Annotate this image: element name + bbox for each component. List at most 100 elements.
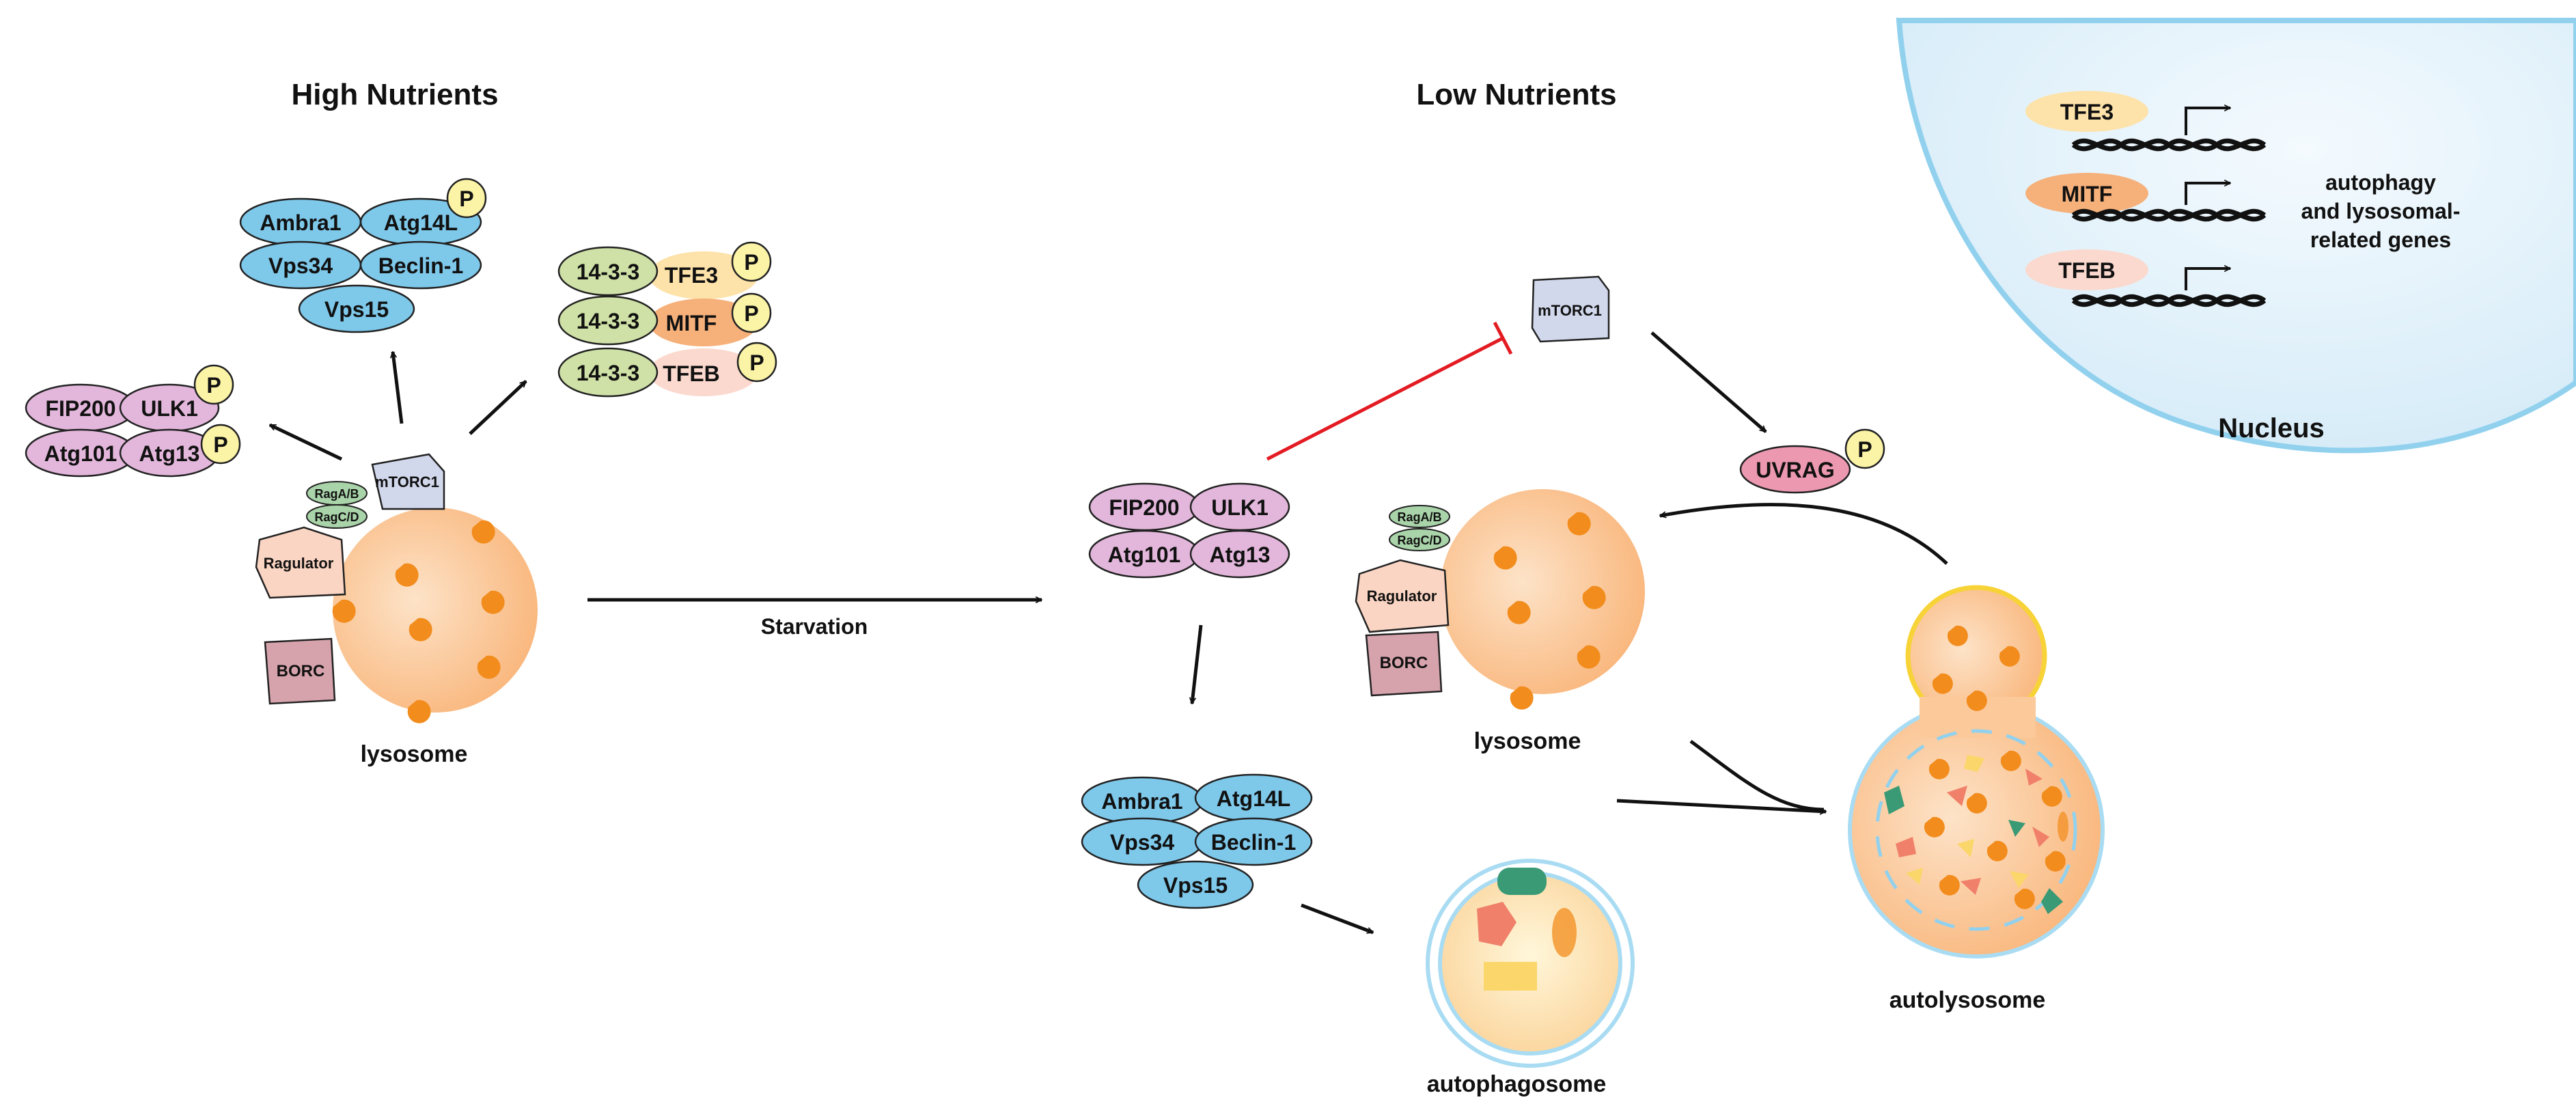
protein-14-3-3 [557, 246, 659, 296]
mtorc1-complex [371, 453, 445, 510]
arrow-to-tf-complex [469, 380, 527, 435]
protein-atg13-label: Atg13 [139, 441, 200, 466]
tf-tfe3-shadow [649, 251, 758, 299]
tf-tfeb [2025, 249, 2148, 290]
autolysosome: autolysosome [1848, 585, 2105, 1013]
ragulator [1355, 559, 1450, 633]
rag-a-b [1389, 505, 1450, 528]
phospho-p [1844, 428, 1885, 469]
starvation-label: Starvation [761, 614, 868, 639]
phospho-p-label: P [744, 250, 758, 275]
protein-beclin1 [1194, 817, 1313, 866]
genes-text-line-2: and lysosomal- [2301, 199, 2461, 223]
arrow-vps-to-autophagosome [1301, 903, 1373, 935]
protein-vps15 [1137, 860, 1254, 909]
tf-tfeb-label: TFEB [2058, 258, 2116, 283]
lysosome-low: RagA/B RagC/D Ragulator BORC lysosome [1355, 489, 1645, 754]
arrow-to-ulk-complex [270, 423, 343, 461]
cargo-green [1497, 868, 1547, 895]
arrow-autophagosome-to-autolysosome [1616, 799, 1826, 812]
protein-vps15-label: Vps15 [1163, 873, 1228, 898]
rag-c-d-label: RagC/D [1397, 534, 1441, 547]
protein-atg14l-label: Atg14L [384, 210, 458, 235]
borc [1365, 631, 1443, 697]
protein-14-3-3 [557, 295, 659, 346]
ragulator-label: Ragulator [264, 555, 334, 572]
dna-helix-strand [2071, 294, 2267, 307]
protein-beclin1 [359, 240, 482, 290]
protein-uvrag [1739, 445, 1851, 494]
phospho-p-label: P [749, 350, 764, 375]
arrow-lysosome-to-autolysosome [1689, 739, 1825, 812]
lysosome-enzymes [1493, 512, 1606, 710]
phospho-p [736, 342, 777, 383]
vps-complex-active: Ambra1 Atg14L Vps34 Beclin-1 Vps15 [1081, 773, 1313, 909]
arrow-to-vps-complex [393, 352, 404, 424]
inhibition-bar [1493, 321, 1513, 355]
degraded-cargo [1884, 755, 2068, 914]
transcription-arrow [2185, 183, 2230, 205]
cargo-yellow [1484, 962, 1537, 991]
protein-ambra1-label: Ambra1 [1101, 789, 1182, 814]
autophagosome-label: autophagosome [1427, 1071, 1607, 1097]
phospho-p-label: P [206, 373, 221, 398]
rag-a-b-label: RagA/B [1397, 510, 1441, 524]
protein-vps15 [298, 284, 415, 333]
protein-ulk1-label: ULK1 [1211, 495, 1269, 520]
protein-vps34-label: Vps34 [1110, 830, 1174, 855]
borc [264, 637, 336, 705]
autolysosome-label: autolysosome [1889, 987, 2046, 1013]
protein-vps34-label: Vps34 [268, 253, 333, 278]
lysosome-label: lysosome [361, 741, 468, 767]
protein-beclin1-label: Beclin-1 [1211, 830, 1296, 855]
tf-mitf-label: MITF [666, 311, 717, 335]
uvrag-phosphorylated: UVRAG P [1739, 428, 1885, 494]
autophagosome: autophagosome [1426, 859, 1635, 1097]
gene-row-tfeb: TFEB [2025, 249, 2267, 307]
transcription-arrow [2185, 268, 2230, 290]
lysosome-body [333, 508, 538, 713]
protein-atg101-label: Atg101 [1108, 542, 1181, 567]
autophagosome-outer-membrane [1426, 859, 1635, 1068]
tf-tfe3-label: TFE3 [665, 263, 718, 288]
nucleus: Nucleus TFE3 MITF TFEB autophagy and lys… [1896, 18, 2576, 454]
inhibition-line [1266, 336, 1504, 461]
protein-ambra1-label: Ambra1 [260, 210, 341, 235]
ulk-complex-active: FIP200 ULK1 Atg101 Atg13 [1088, 482, 1290, 579]
lysosome-high: mTORC1 RagA/B RagC/D Ragulator BORC lyso… [255, 453, 538, 767]
protein-atg13 [1189, 529, 1290, 579]
autolysosome-inner-membrane [1875, 729, 2077, 931]
protein-ulk1-label: ULK1 [141, 396, 198, 421]
lysosome-body [1440, 489, 1645, 694]
tf-complex-sequestered: 14-3-3 14-3-3 14-3-3 TFE3 MITF TFEB P P … [557, 241, 777, 398]
tf-mitf-shadow [649, 299, 758, 346]
cargo-orange [1552, 908, 1577, 957]
mtorc1-label: mTORC1 [375, 473, 439, 491]
phospho-p [200, 424, 241, 465]
phospho-p-label: P [213, 432, 227, 457]
recycling-arrow [1660, 503, 1948, 565]
mtorc1-free-label: mTORC1 [1538, 302, 1602, 319]
ragulator [255, 526, 346, 599]
phospho-p [731, 292, 772, 333]
tf-tfeb-label: TFEB [663, 361, 720, 386]
protein-14-3-3-label: 14-3-3 [577, 260, 640, 284]
cargo-red [1477, 902, 1516, 946]
autolysosome-enzymes [1924, 625, 2066, 909]
tf-tfe3-label: TFE3 [2060, 100, 2114, 124]
phospho-p [193, 364, 234, 405]
ragulator-label: Ragulator [1367, 588, 1437, 605]
rag-c-d [1389, 528, 1450, 551]
arrow-ulk-to-vps [1192, 624, 1203, 704]
protein-fip200-label: FIP200 [1109, 495, 1179, 520]
tf-mitf [2025, 173, 2148, 214]
protein-14-3-3-label: 14-3-3 [577, 309, 640, 333]
gene-row-tfe3: TFE3 [2025, 91, 2267, 152]
phospho-p-label: P [1857, 437, 1872, 462]
phospho-p-label: P [744, 301, 758, 326]
phospho-p [446, 178, 487, 219]
protein-atg13-label: Atg13 [1210, 542, 1271, 567]
vps-complex-phosphorylated: Ambra1 Atg14L Vps34 Beclin-1 Vps15 P [239, 178, 487, 333]
rag-c-d-label: RagC/D [314, 510, 359, 524]
